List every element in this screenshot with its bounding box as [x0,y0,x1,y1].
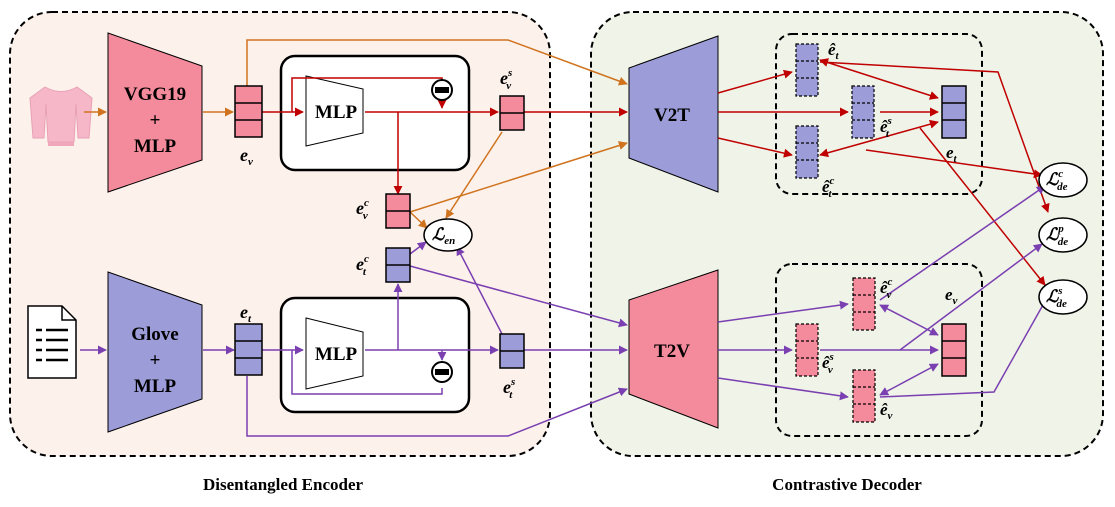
t2v-label: T2V [654,341,690,362]
loss-de-p-node [1038,217,1088,253]
text-encoder-label-2: + [150,350,161,371]
mlp-bottom-label: MLP [315,344,358,365]
image-encoder-label-3: MLP [134,136,177,157]
et-target-label: et [946,143,958,165]
v2t-label: V2T [654,105,690,126]
sweater-icon [29,86,93,146]
ev-label: ev [240,145,253,168]
text-encoder-block [107,271,203,433]
text-encoder-label-1: Glove [131,324,179,345]
ev-vector [234,85,263,138]
minus-circle-icon [431,79,453,101]
ev-target-label: ev [945,285,958,307]
etc-vector [385,247,411,283]
hat-et-vector [795,43,819,97]
decoder-module [590,11,1104,457]
t2v-block [628,269,719,429]
minus-circle-icon [431,361,453,383]
mlp-top-block [305,75,364,147]
hat-ev-vector [852,369,876,423]
evs-vector [499,95,525,131]
image-encoder-label-1: VGG19 [124,84,186,105]
image-encoder-block [107,32,203,193]
evc-vector [385,193,411,229]
hat-ets-vector [851,85,875,139]
document-icon [27,305,77,379]
red-decoder-arrows [717,58,1050,286]
hat-evs-vector [795,323,819,377]
loss-en-node [423,218,473,252]
et-target-vector [941,85,967,139]
v2t-block [628,35,719,193]
image-encoder-label-2: + [150,110,161,131]
loss-en-label: ℒen [432,225,455,247]
v2t-output-box [775,33,983,195]
ev-target-vector [941,323,967,377]
hat-evc-vector [852,277,876,331]
hat-ev-label: êv [880,400,893,422]
text-encoder-label-3: MLP [134,376,177,397]
loss-de-s-node [1038,279,1088,315]
et-label: et [240,302,252,325]
loss-de-c-node [1038,162,1088,198]
purple-decoder-arrows [717,185,1049,401]
mlp-bottom-block [305,317,364,390]
decoder-caption: Contrastive Decoder [772,475,922,494]
purple-encoder-arrows [80,241,628,437]
hat-et-label: êt [828,40,840,62]
ets-vector [499,333,525,369]
orange-arrows [84,39,628,229]
hat-etc-vector [795,125,819,179]
encoder-caption: Disentangled Encoder [203,475,364,494]
et-vector [234,323,263,376]
mlp-top-label: MLP [315,102,358,123]
